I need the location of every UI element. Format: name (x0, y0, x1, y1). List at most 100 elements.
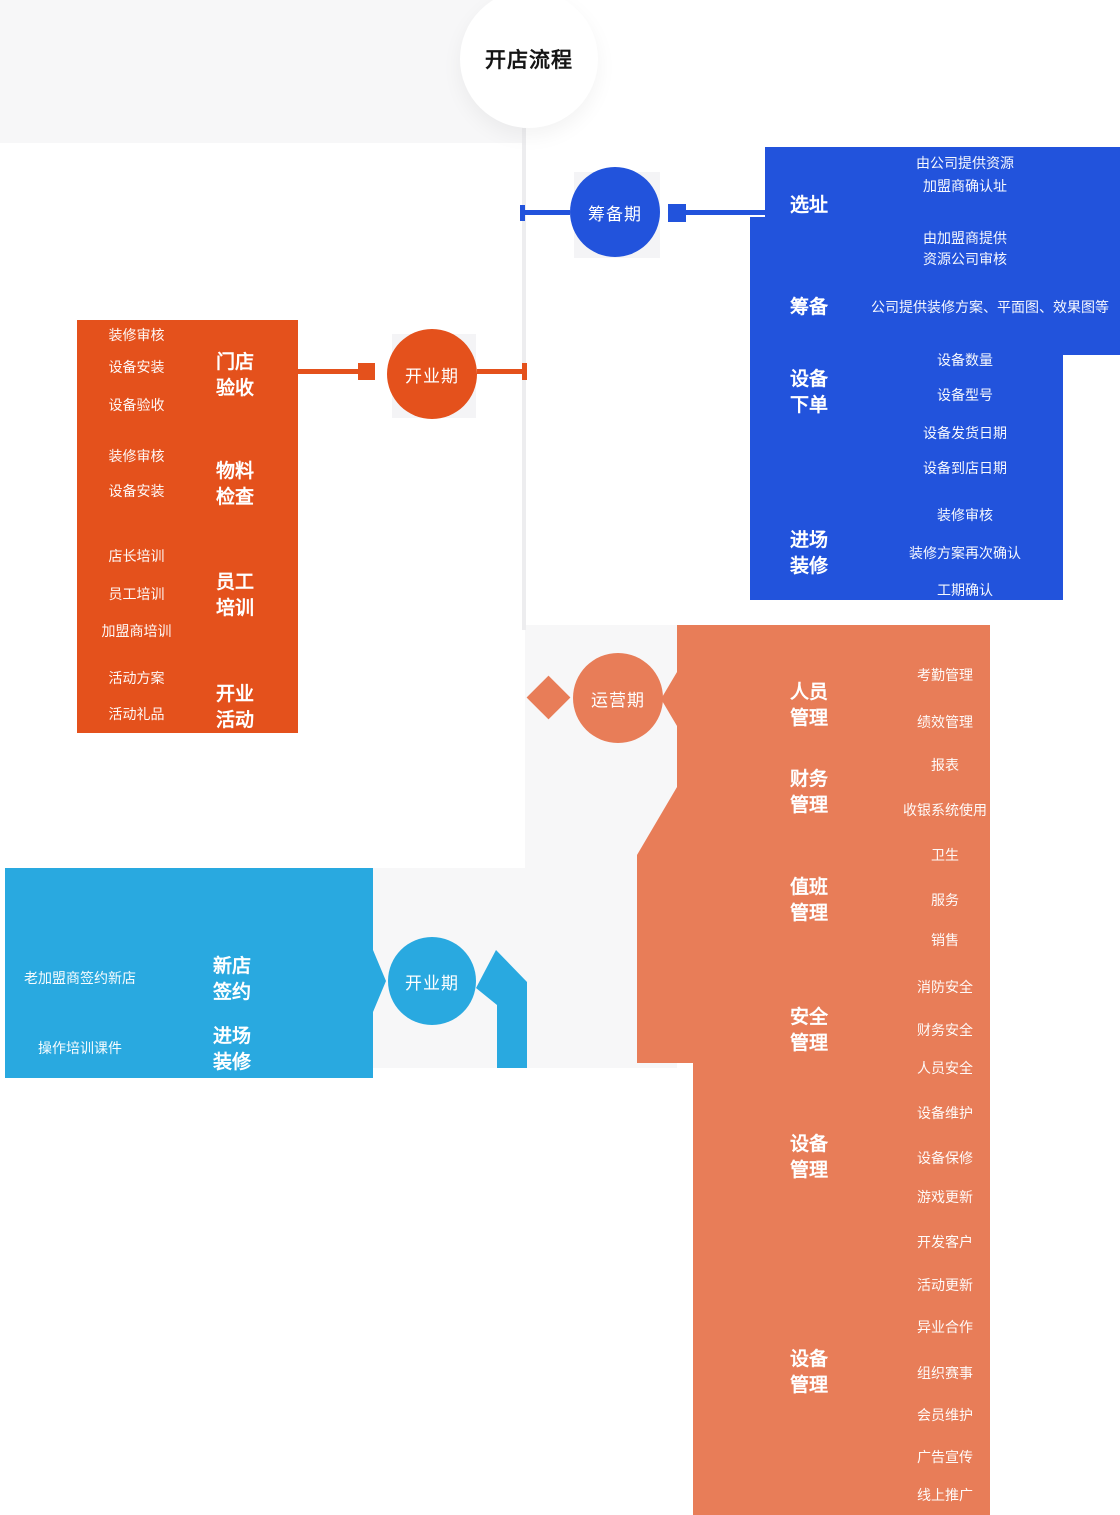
flow-item: 会员维护 (917, 1407, 973, 1423)
operation-items-column: 考勤管理 绩效管理 报表 收银系统使用 卫生 服务 销售 消防安全 财务安全 人… (875, 625, 1015, 1515)
preparation-items-column: 由公司提供资源 加盟商确认址 由加盟商提供 资源公司审核 设备数量 设备型号 设… (845, 147, 1085, 600)
preparation-box-content: 选址 筹备 设备 下单 进场 装修 由公司提供资源 加盟商确认址 由加盟商提供 … (750, 147, 1120, 600)
flow-item: 设备安装 (108, 483, 165, 499)
orange-line-left (298, 369, 358, 374)
new-store-items-column: 老加盟商签约新店 操作培训课件 (5, 868, 155, 1078)
section-label-line: 装修 (213, 1052, 252, 1073)
new-store-box (5, 868, 386, 1078)
section-label-staff-training: 员工 培训 (216, 570, 254, 622)
flow-item: 活动礼品 (108, 706, 165, 722)
stage-label: 开业期 (405, 366, 459, 386)
section-label-equipment-management-2: 设备 管理 (790, 1347, 828, 1399)
flow-item: 广告宣传 (917, 1449, 973, 1465)
page-title: 开店流程 (485, 49, 573, 72)
section-label-finance-management: 财务 管理 (790, 767, 828, 819)
background-panel-top-left (0, 0, 523, 143)
preparation-wide-item-column: 公司提供装修方案、平面图、效果图等 (865, 147, 1115, 600)
blue-square-node (668, 204, 686, 222)
flow-item: 活动方案 (108, 670, 165, 686)
section-label-new-store-signing: 新店 签约 (213, 954, 251, 1006)
section-label-material-check: 物料 检查 (216, 459, 254, 511)
flow-item: 组织赛事 (917, 1365, 973, 1381)
flow-item: 卫生 (931, 847, 959, 863)
section-label-line: 活动 (216, 710, 255, 731)
section-label-line: 设备 (790, 1349, 829, 1370)
section-label-line: 财务 (790, 769, 829, 790)
title-circle: 开店流程 (460, 0, 598, 128)
section-label-safety-management: 安全 管理 (790, 1005, 828, 1057)
orange-line-right (477, 369, 524, 374)
opening-box (77, 320, 298, 733)
section-label-line: 管理 (790, 1160, 829, 1181)
section-label-line: 管理 (790, 1375, 829, 1396)
section-label-line: 下单 (790, 395, 829, 416)
flow-item: 资源公司审核 (923, 251, 1007, 267)
section-label-line: 装修 (790, 556, 829, 577)
stage-circle-opening-new: 开业期 (388, 937, 476, 1025)
section-label-line: 验收 (216, 378, 255, 399)
flow-item: 店长培训 (108, 548, 165, 564)
section-label-line: 签约 (213, 982, 252, 1003)
flow-item: 绩效管理 (917, 714, 973, 730)
flow-item: 装修审核 (108, 448, 165, 464)
section-label-line: 设备 (790, 1134, 829, 1155)
flow-item: 由公司提供资源 (916, 155, 1014, 171)
opening-items-column: 装修审核 设备安装 设备验收 装修审核 设备安装 店长培训 员工培训 加盟商培训… (79, 320, 194, 733)
section-label-equipment-order: 设备 下单 (790, 367, 828, 419)
section-label-line: 选址 (790, 195, 829, 216)
stage-label: 筹备期 (588, 204, 642, 224)
section-label-store-acceptance: 门店 验收 (216, 350, 254, 402)
flow-item: 异业合作 (917, 1319, 973, 1335)
section-label-entry-decoration-2: 进场 装修 (213, 1024, 251, 1076)
section-label-line: 管理 (790, 1033, 829, 1054)
section-label-line: 设备 (790, 369, 829, 390)
section-label-line: 员工 (216, 572, 255, 593)
section-label-line: 物料 (216, 461, 255, 482)
section-label-equipment-management: 设备 管理 (790, 1132, 828, 1184)
flow-item: 设备维护 (917, 1105, 973, 1121)
section-label-line: 检查 (216, 487, 255, 508)
section-label-personnel-management: 人员 管理 (790, 680, 828, 732)
stage-circle-preparation: 筹备期 (570, 167, 660, 257)
flow-item: 开发客户 (917, 1234, 973, 1250)
operation-box (637, 625, 990, 1515)
operation-box-content: 人员 管理 财务 管理 值班 管理 安全 管理 设备 管理 设备 管理 考勤管理… (637, 625, 990, 1515)
flow-item: 报表 (931, 757, 959, 773)
flow-item: 消防安全 (917, 979, 973, 995)
preparation-box-main (750, 217, 1063, 600)
flow-item: 设备安装 (108, 359, 165, 375)
section-label-line: 值班 (790, 877, 829, 898)
blue-line-tick (520, 205, 525, 221)
stage-circle-operation: 运营期 (573, 653, 663, 743)
flow-item: 由加盟商提供 (923, 230, 1007, 246)
flow-item: 工期确认 (937, 582, 993, 598)
flow-item: 销售 (931, 932, 959, 948)
flow-item: 加盟商确认址 (923, 178, 1007, 194)
flow-item: 装修方案再次确认 (909, 545, 1021, 561)
section-label-prepare: 筹备 (790, 295, 828, 321)
section-label-line: 管理 (790, 795, 829, 816)
stage-circle-opening: 开业期 (387, 329, 477, 419)
section-label-line: 筹备 (790, 297, 829, 318)
section-label-line: 开业 (216, 684, 255, 705)
blue-line-right (686, 210, 766, 215)
flow-item: 设备到店日期 (923, 460, 1007, 476)
flow-item: 线上推广 (917, 1487, 973, 1503)
flow-item: 游戏更新 (917, 1189, 973, 1205)
orange-line-tick (522, 363, 527, 380)
section-label-line: 管理 (790, 708, 829, 729)
section-label-line: 培训 (216, 598, 255, 619)
flow-item: 员工培训 (108, 586, 165, 602)
flow-item: 活动更新 (917, 1277, 973, 1293)
flow-item: 设备发货日期 (923, 425, 1007, 441)
flow-item: 服务 (931, 892, 959, 908)
flow-item: 装修审核 (937, 507, 993, 523)
section-label-line: 进场 (790, 530, 829, 551)
flow-item: 老加盟商签约新店 (24, 970, 136, 986)
section-label-line: 新店 (213, 956, 252, 977)
flow-item: 收银系统使用 (903, 802, 987, 818)
section-label-line: 人员 (790, 682, 829, 703)
flow-item: 财务安全 (917, 1022, 973, 1038)
blue-line-left (523, 210, 570, 215)
